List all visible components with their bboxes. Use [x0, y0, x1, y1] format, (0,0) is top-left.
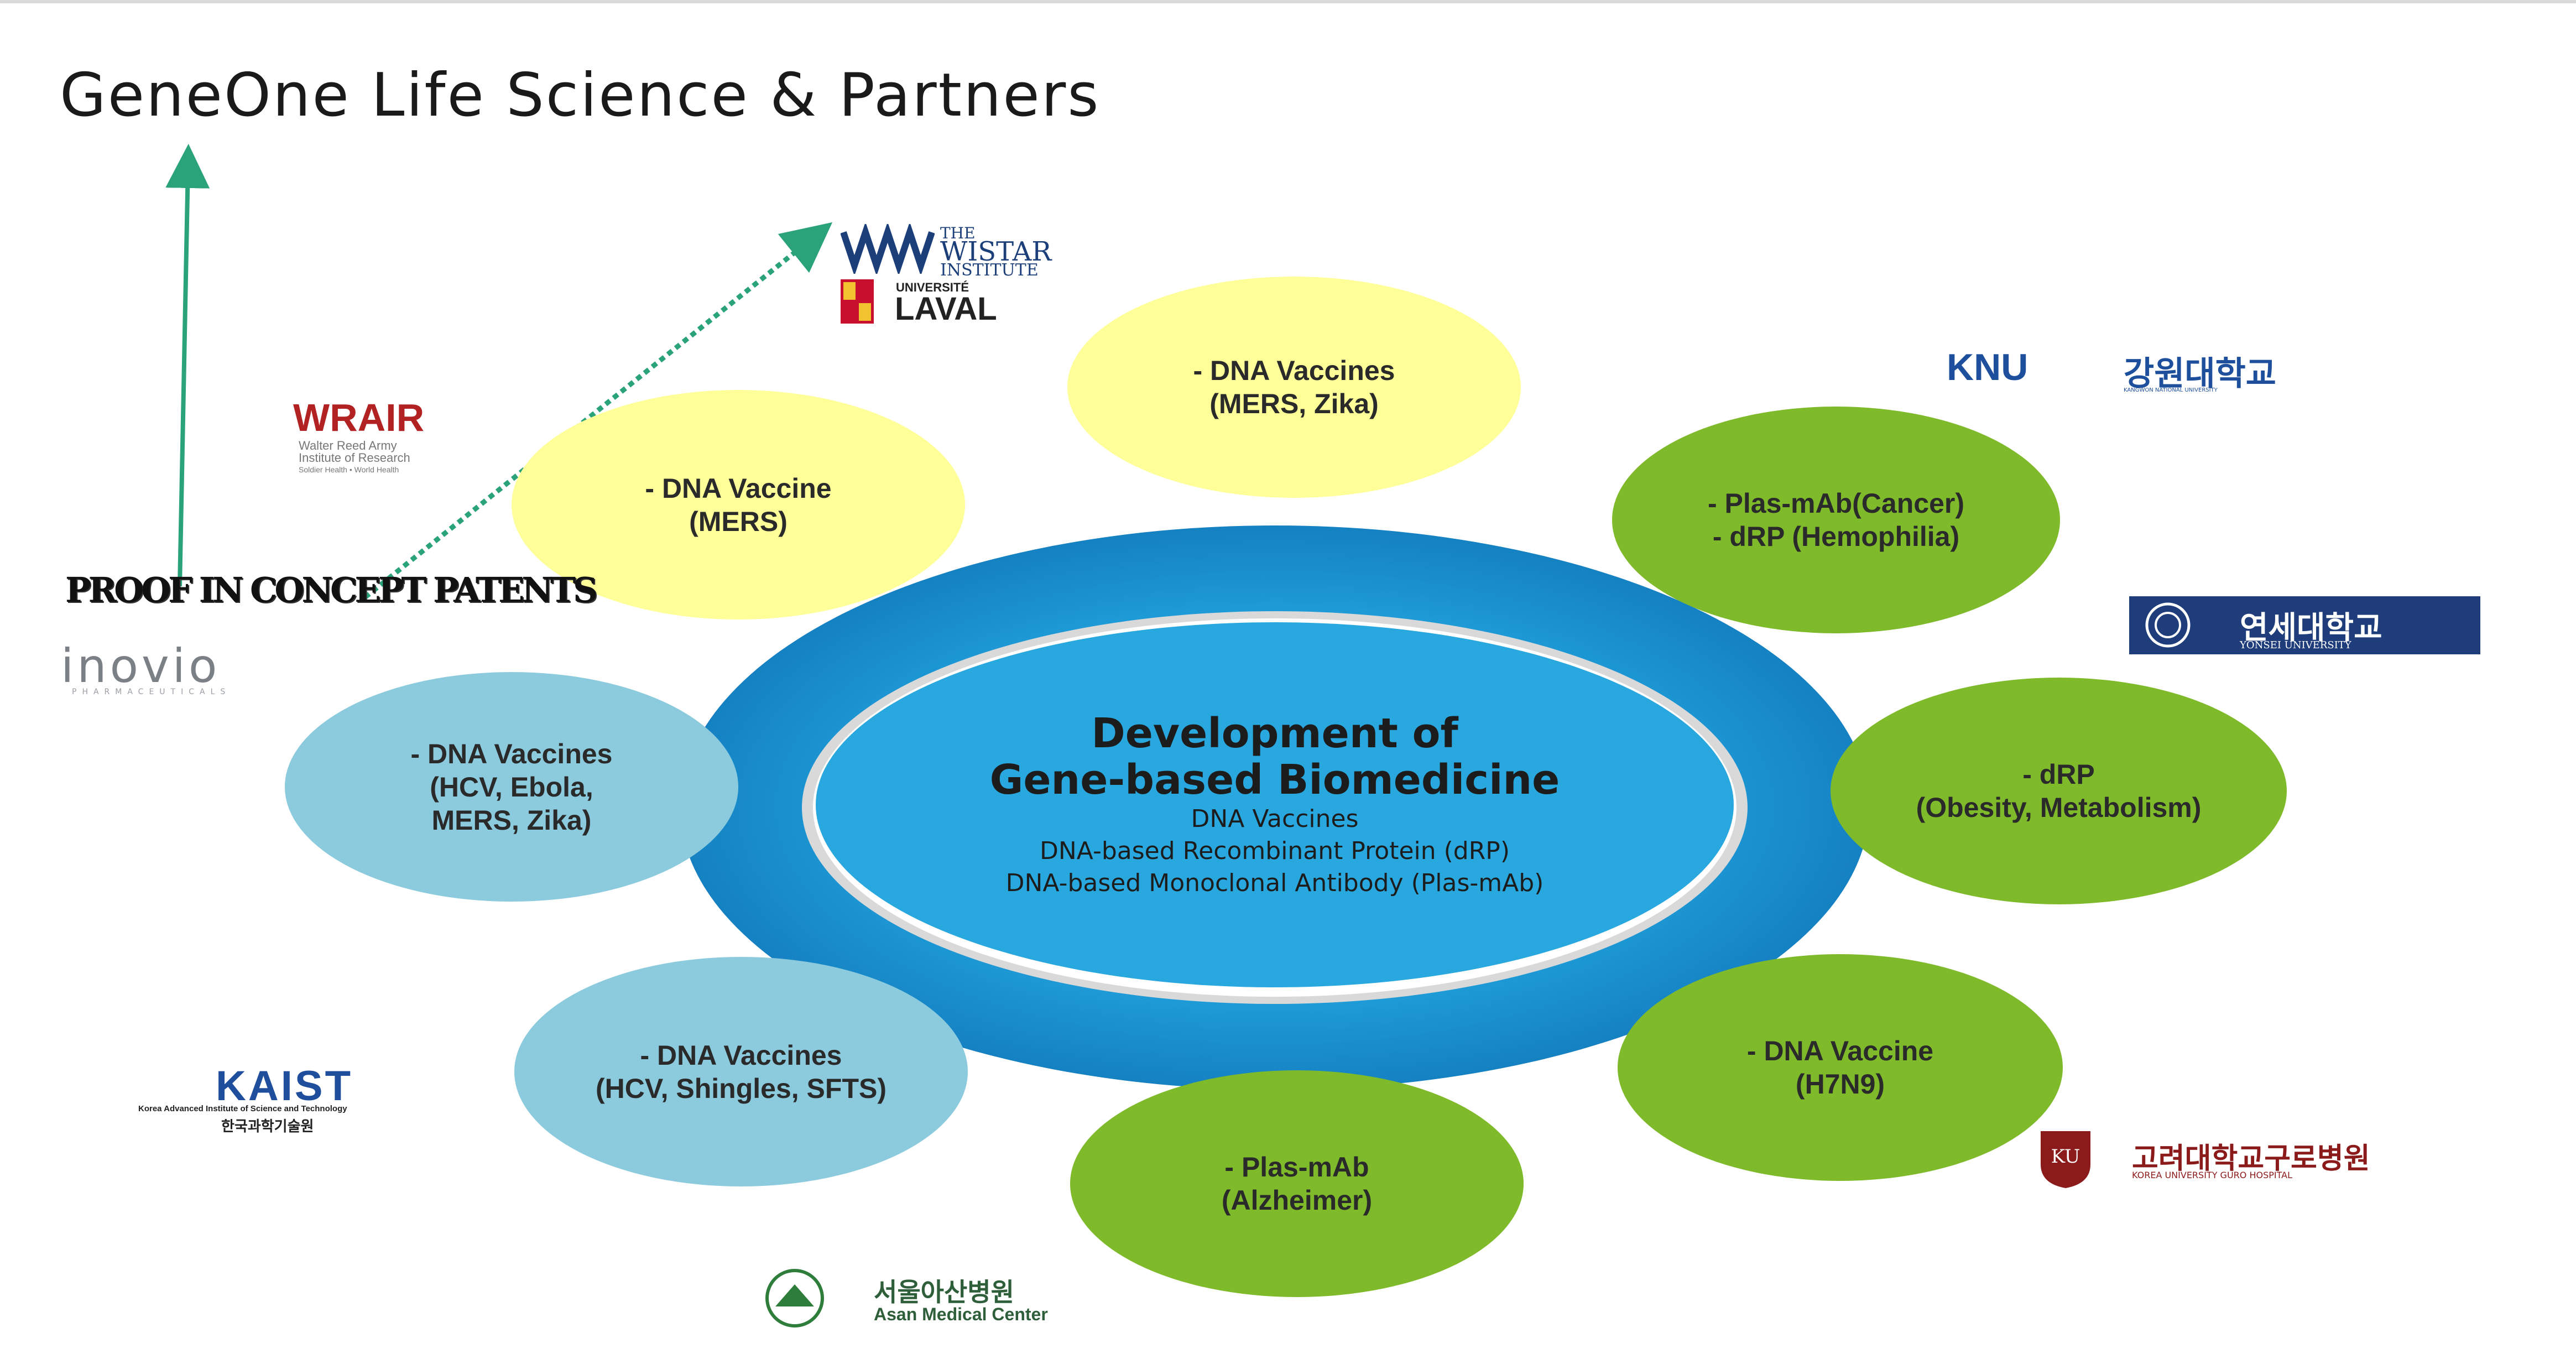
wistar-line1: THE: [940, 224, 976, 242]
node-kaist-line1: - DNA Vaccines: [640, 1039, 842, 1071]
node-kaist: - DNA Vaccines (HCV, Shingles, SFTS): [514, 957, 968, 1186]
center-title-line2: Gene-based Biomedicine: [989, 756, 1560, 804]
node-knu: - Plas-mAb(Cancer) - dRP (Hemophilia): [1612, 407, 2060, 633]
center-line-plas-mab: DNA-based Monoclonal Antibody (Plas-mAb): [1005, 869, 1544, 897]
node-wistar-line2: (MERS, Zika): [1209, 388, 1379, 419]
kaist-sub: Korea Advanced Institute of Science and …: [138, 1104, 347, 1113]
korea-guro-korean: 고려대학교구로병원: [2132, 1142, 2370, 1175]
yonsei-shield-icon: [2145, 602, 2191, 648]
node-yonsei-line2: (Obesity, Metabolism): [1916, 792, 2202, 823]
korea-guro-sub: KOREA UNIVERSITY GURO HOSPITAL: [2132, 1170, 2292, 1180]
wrair-sub3: Soldier Health • World Health: [299, 465, 399, 474]
knu-logo: KNU 강원대학교 KANGWON NATIONAL UNIVERSITY: [1947, 346, 2345, 401]
laval-logo: UNIVERSITÉ LAVAL: [841, 279, 1089, 327]
node-asan-line1: - Plas-mAb: [1224, 1152, 1369, 1183]
asan-sub: Asan Medical Center: [874, 1304, 1048, 1324]
inovio-name: inovio: [61, 639, 221, 693]
yonsei-sub: YONSEI UNIVERSITY: [2240, 639, 2351, 651]
wrair-sub1: Walter Reed Army: [299, 439, 397, 452]
top-divider: [0, 0, 2576, 3]
node-wistar-line1: - DNA Vaccines: [1193, 355, 1395, 386]
inovio-sub: PHARMACEUTICALS: [72, 688, 231, 696]
wistar-logo: THE WISTAR INSTITUTE: [840, 222, 1089, 280]
slide-title: GeneOne Life Science & Partners: [60, 61, 1101, 130]
dotted-arrow-to-wistar: [363, 222, 833, 600]
center-line-drp: DNA-based Recombinant Protein (dRP): [1040, 837, 1510, 865]
kaist-korean: 한국과학기술원: [221, 1118, 314, 1135]
center-disc: Development of Gene-based Biomedicine DN…: [816, 622, 1734, 987]
laval-line2: LAVAL: [895, 291, 997, 327]
laval-crest-icon: [841, 279, 874, 324]
node-kaist-line2: (HCV, Shingles, SFTS): [595, 1073, 887, 1104]
wrair-name: WRAIR: [293, 396, 425, 439]
node-inovio-line1: - DNA Vaccines: [410, 738, 613, 769]
node-korea-line2: (H7N9): [1795, 1069, 1885, 1100]
yonsei-korean: 연세대학교: [2240, 610, 2382, 646]
knu-name: KNU: [1947, 346, 2029, 388]
kaist-name: KAIST: [216, 1063, 353, 1110]
wrair-sub2: Institute of Research: [299, 451, 410, 465]
node-korea: - DNA Vaccine (H7N9): [1618, 954, 2063, 1181]
svg-text:KU: KU: [2051, 1146, 2080, 1168]
knu-sub: KANGWON NATIONAL UNIVERSITY: [2124, 387, 2218, 393]
inovio-logo: inovio PHARMACEUTICALS: [61, 639, 337, 700]
laval-line1: UNIVERSITÉ: [896, 280, 969, 294]
asan-korean: 서울아산병원: [874, 1277, 1014, 1307]
node-wrair: - DNA Vaccine (MERS): [512, 390, 965, 619]
node-yonsei: - dRP (Obesity, Metabolism): [1831, 678, 2287, 904]
node-korea-line1: - DNA Vaccine: [1746, 1035, 1934, 1066]
node-asan: - Plas-mAb (Alzheimer): [1070, 1070, 1524, 1297]
wistar-emblem-icon: [840, 222, 935, 276]
asan-emblem-icon: [765, 1269, 824, 1327]
node-wrair-line1: - DNA Vaccine: [645, 472, 832, 504]
kaist-logo: KAIST Korea Advanced Institute of Scienc…: [138, 1062, 498, 1135]
arrow-to-title: [165, 144, 210, 587]
asan-logo: 서울아산병원 Asan Medical Center: [763, 1267, 1128, 1330]
proof-in-concept-label: PROOF IN CONCEPT PATENTS: [65, 570, 598, 610]
korea-univ-shield-icon: KU: [2041, 1131, 2090, 1188]
knu-korean: 강원대학교: [2124, 355, 2276, 393]
node-inovio-line3: MERS, Zika): [431, 804, 592, 836]
node-yonsei-line1: - dRP: [2022, 759, 2095, 790]
node-asan-line2: (Alzheimer): [1221, 1185, 1373, 1216]
node-knu-line1: - Plas-mAb(Cancer): [1708, 488, 1964, 519]
yonsei-logo: 연세대학교 YONSEI UNIVERSITY: [2129, 596, 2480, 654]
center-title-line1: Development of: [1091, 710, 1458, 757]
node-inovio: - DNA Vaccines (HCV, Ebola, MERS, Zika): [285, 672, 738, 902]
korea-guro-logo: KU 고려대학교구로병원 KOREA UNIVERSITY GURO HOSPI…: [2035, 1128, 2478, 1189]
node-wistar: - DNA Vaccines (MERS, Zika): [1067, 277, 1521, 498]
wrair-logo: WRAIR Walter Reed Army Institute of Rese…: [293, 395, 514, 478]
wistar-line2: WISTAR: [940, 236, 1052, 267]
node-wrair-line2: (MERS): [689, 506, 788, 537]
node-inovio-line2: (HCV, Ebola,: [430, 771, 593, 803]
node-knu-line2: - dRP (Hemophilia): [1712, 521, 1960, 552]
wistar-line3: INSTITUTE: [940, 261, 1039, 280]
center-line-dna-vaccines: DNA Vaccines: [1191, 805, 1359, 833]
